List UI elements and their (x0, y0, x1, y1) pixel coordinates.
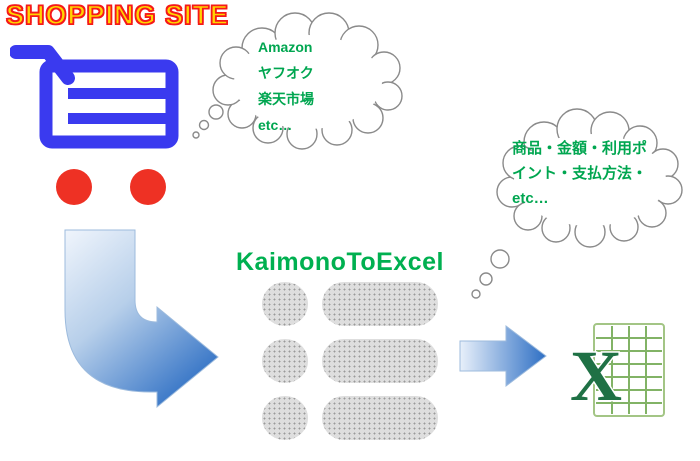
bubble-sites-text: Amazon ヤフオク 楽天市場 etc… (258, 34, 314, 138)
list-row (262, 396, 438, 440)
cart-wheel-icon (56, 169, 92, 205)
bubble-line: Amazon (258, 39, 313, 55)
bullet-bar-icon (322, 339, 438, 383)
bubble-fields-text: 商品・金額・利用ポ イント・支払方法・ etc… (512, 136, 687, 211)
bullet-circle-icon (262, 282, 308, 326)
excel-logo-icon: X (569, 323, 665, 418)
bubble-line: イント・支払方法・ (512, 165, 648, 182)
bullet-circle-icon (262, 339, 308, 383)
bubble-line: 楽天市場 (258, 91, 314, 107)
thought-bubble-sites-icon (192, 12, 403, 150)
bubble-line: etc… (512, 190, 549, 207)
bullet-bar-icon (322, 282, 438, 326)
thought-bubble-fields-icon (471, 108, 683, 299)
bubble-line: 商品・金額・利用ポ (512, 140, 648, 157)
app-title: KaimonoToExcel (236, 248, 444, 276)
cart-wheel-icon (130, 169, 166, 205)
bullet-circle-icon (262, 396, 308, 440)
list-graphic (262, 282, 438, 440)
curved-down-right-arrow-icon (64, 229, 219, 409)
list-row (262, 339, 438, 383)
bubble-line: etc… (258, 117, 293, 133)
right-arrow-icon (459, 325, 547, 387)
list-row (262, 282, 438, 326)
excel-x-letter: X (570, 336, 622, 416)
shopping-cart-icon (10, 45, 179, 205)
bubble-line: ヤフオク (258, 65, 314, 81)
page-title: SHOPPING SITE (5, 0, 230, 31)
bullet-bar-icon (322, 396, 438, 440)
